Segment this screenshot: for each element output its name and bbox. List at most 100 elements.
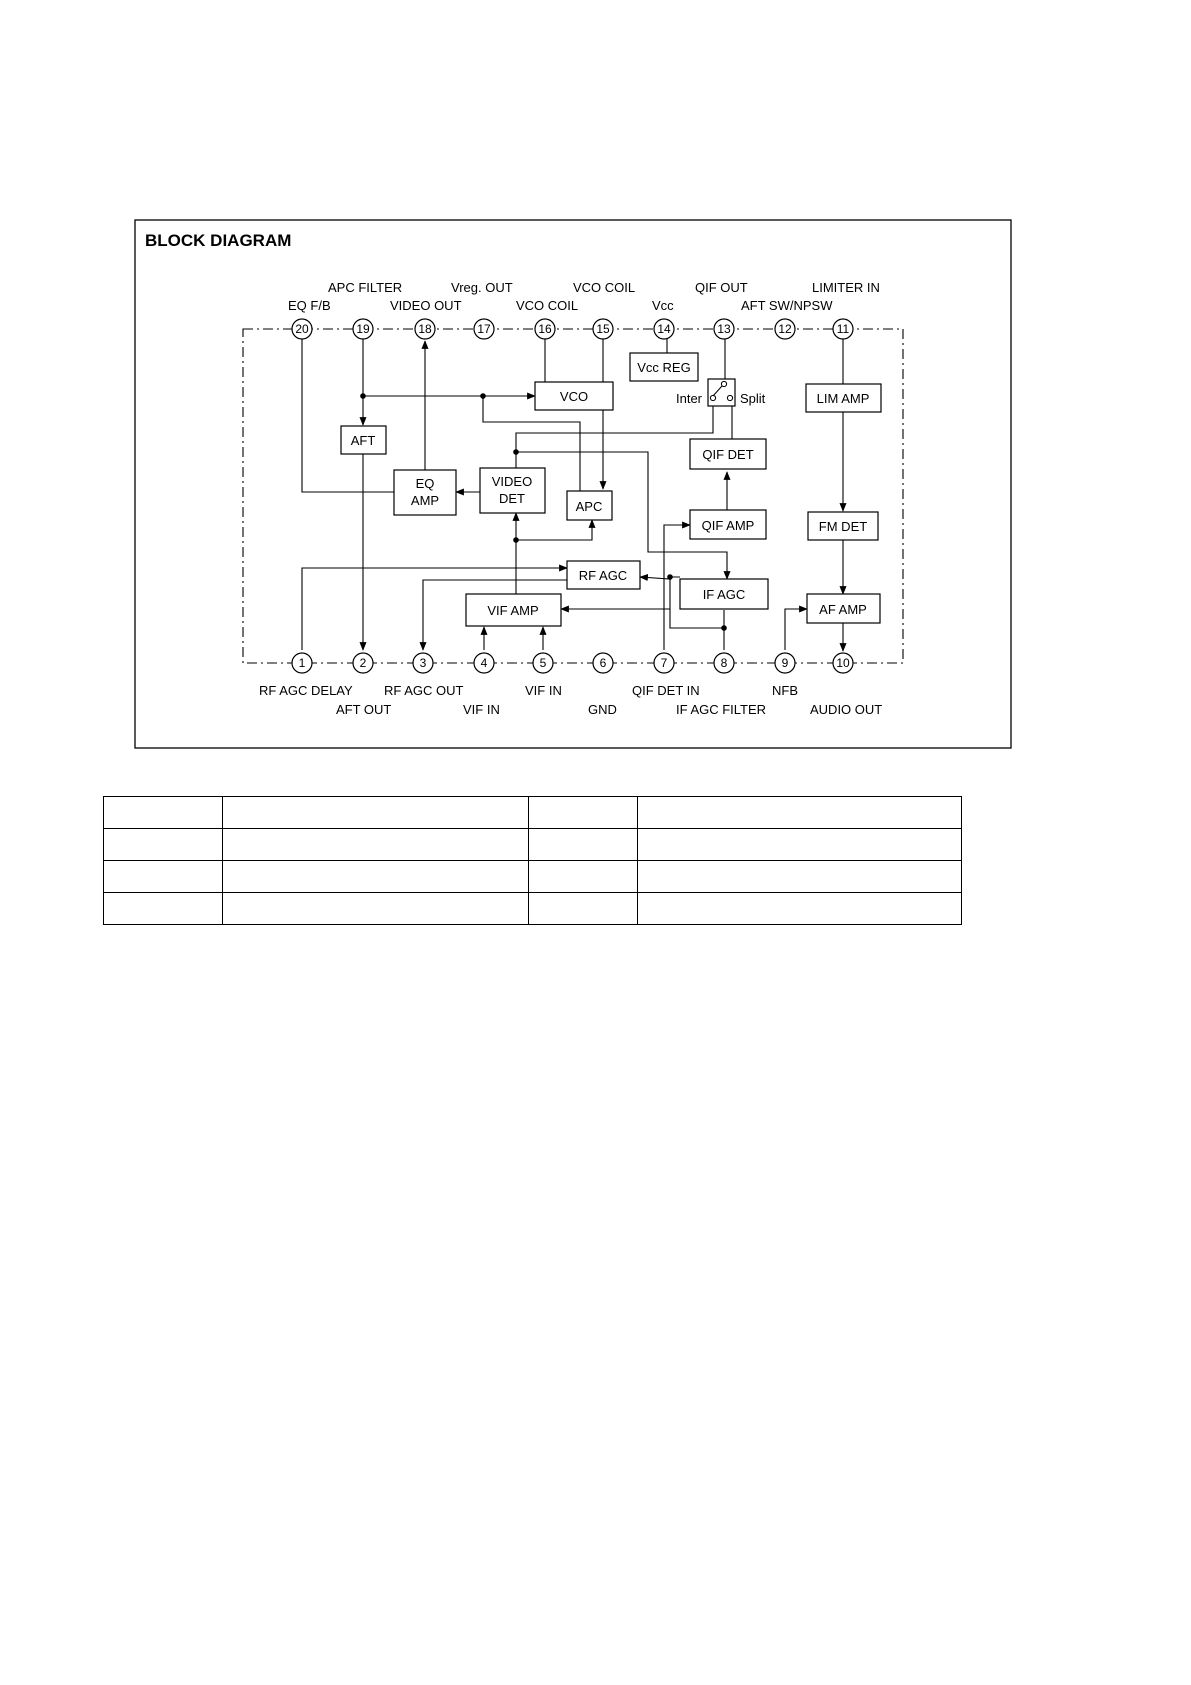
pin-19: 19 — [352, 318, 374, 340]
pin4-label: VIF IN — [463, 702, 500, 717]
svg-text:VIF AMP: VIF AMP — [487, 603, 538, 618]
block-if-agc: IF AGC — [679, 578, 769, 610]
pin-20: 20 — [291, 318, 313, 340]
pin15-label: VCO COIL — [573, 280, 635, 295]
table-cell — [528, 892, 638, 925]
switch-inter-label: Inter — [676, 391, 703, 406]
table-row — [103, 796, 962, 829]
pin-number: 7 — [661, 656, 668, 670]
pin19-label: APC FILTER — [328, 280, 402, 295]
table-cell — [637, 892, 962, 925]
pin-number: 2 — [360, 656, 367, 670]
svg-text:APC: APC — [576, 499, 603, 514]
diagram-frame — [134, 219, 1012, 749]
block-vif-amp: VIF AMP — [465, 593, 562, 627]
pin14-label: Vcc — [652, 298, 674, 313]
block-af-amp: AF AMP — [806, 593, 881, 624]
pin-number: 14 — [657, 322, 671, 336]
pin-6: 6 — [592, 652, 614, 674]
pin-4: 4 — [473, 652, 495, 674]
pin10-label: AUDIO OUT — [810, 702, 882, 717]
table-cell — [103, 860, 223, 893]
pin-12: 12 — [774, 318, 796, 340]
pin7-label: QIF DET IN — [632, 683, 700, 698]
pin-11: 11 — [832, 318, 854, 340]
pin9-label: NFB — [772, 683, 798, 698]
pin-5: 5 — [532, 652, 554, 674]
pin-number: 16 — [538, 322, 552, 336]
pin-2: 2 — [352, 652, 374, 674]
bottom-pin-labels: RF AGC DELAY AFT OUT RF AGC OUT VIF IN V… — [259, 683, 882, 717]
pin-number: 19 — [356, 322, 370, 336]
svg-text:Vcc REG: Vcc REG — [637, 360, 690, 375]
pin-number: 4 — [481, 656, 488, 670]
pin-7: 7 — [653, 652, 675, 674]
pin-15: 15 — [592, 318, 614, 340]
svg-text:VCO: VCO — [560, 389, 588, 404]
table-cell — [103, 796, 223, 829]
block-video-det: VIDEO DET — [479, 467, 546, 514]
pin-number: 9 — [782, 656, 789, 670]
block-vcc-reg: Vcc REG — [629, 352, 699, 382]
pin6-label: GND — [588, 702, 617, 717]
pin-9: 9 — [774, 652, 796, 674]
pin8-label: IF AGC FILTER — [676, 702, 766, 717]
table-cell — [103, 828, 223, 861]
table-cell — [528, 860, 638, 893]
pin-13: 13 — [713, 318, 735, 340]
pin-number: 15 — [596, 322, 610, 336]
pin-10: 10 — [832, 652, 854, 674]
table-row — [103, 892, 962, 925]
pin-number: 8 — [721, 656, 728, 670]
pin-number: 20 — [295, 322, 309, 336]
table-cell — [222, 892, 529, 925]
pin3-label: RF AGC OUT — [384, 683, 464, 698]
svg-text:EQ: EQ — [416, 476, 435, 491]
svg-text:VIDEO: VIDEO — [492, 474, 532, 489]
pin-number: 18 — [418, 322, 432, 336]
table-cell — [222, 860, 529, 893]
block-qif-det: QIF DET — [689, 438, 767, 470]
table-cell — [103, 892, 223, 925]
table-cell — [637, 828, 962, 861]
svg-text:FM DET: FM DET — [819, 519, 867, 534]
svg-text:QIF AMP: QIF AMP — [702, 518, 755, 533]
pin-number: 1 — [299, 656, 306, 670]
svg-text:DET: DET — [499, 491, 525, 506]
pin-16: 16 — [534, 318, 556, 340]
block-qif-amp: QIF AMP — [689, 509, 767, 540]
table-cell — [637, 796, 962, 829]
pin-number: 17 — [477, 322, 491, 336]
pin-17: 17 — [473, 318, 495, 340]
pin12-label: AFT SW/NPSW — [741, 298, 833, 313]
block-vco: VCO — [534, 381, 614, 411]
pin17-label: Vreg. OUT — [451, 280, 513, 295]
svg-text:QIF DET: QIF DET — [702, 447, 753, 462]
block-aft: AFT — [340, 425, 387, 455]
pin-number: 11 — [837, 322, 850, 336]
pin11-label: LIMITER IN — [812, 280, 880, 295]
pin18-label: VIDEO OUT — [390, 298, 462, 313]
pin-18: 18 — [414, 318, 436, 340]
svg-text:LIM AMP: LIM AMP — [817, 391, 870, 406]
table-cell — [528, 828, 638, 861]
junction-dots — [360, 393, 727, 631]
top-pin-labels: EQ F/B APC FILTER VIDEO OUT Vreg. OUT VC… — [288, 280, 880, 313]
switch-split-label: Split — [740, 391, 766, 406]
pin5-label: VIF IN — [525, 683, 562, 698]
pin-3: 3 — [412, 652, 434, 674]
pin-number: 12 — [778, 322, 792, 336]
pin-number: 6 — [600, 656, 607, 670]
block-fm-det: FM DET — [807, 511, 879, 541]
pin-number: 5 — [540, 656, 547, 670]
pin16-label: VCO COIL — [516, 298, 578, 313]
pin20-label: EQ F/B — [288, 298, 331, 313]
block-rf-agc: RF AGC — [566, 560, 641, 590]
table-cell — [528, 796, 638, 829]
svg-text:RF AGC: RF AGC — [579, 568, 627, 583]
svg-text:IF AGC: IF AGC — [703, 587, 746, 602]
table-row — [103, 860, 962, 893]
block-eq-amp: EQ AMP — [393, 469, 457, 516]
ic-outline — [242, 328, 904, 664]
